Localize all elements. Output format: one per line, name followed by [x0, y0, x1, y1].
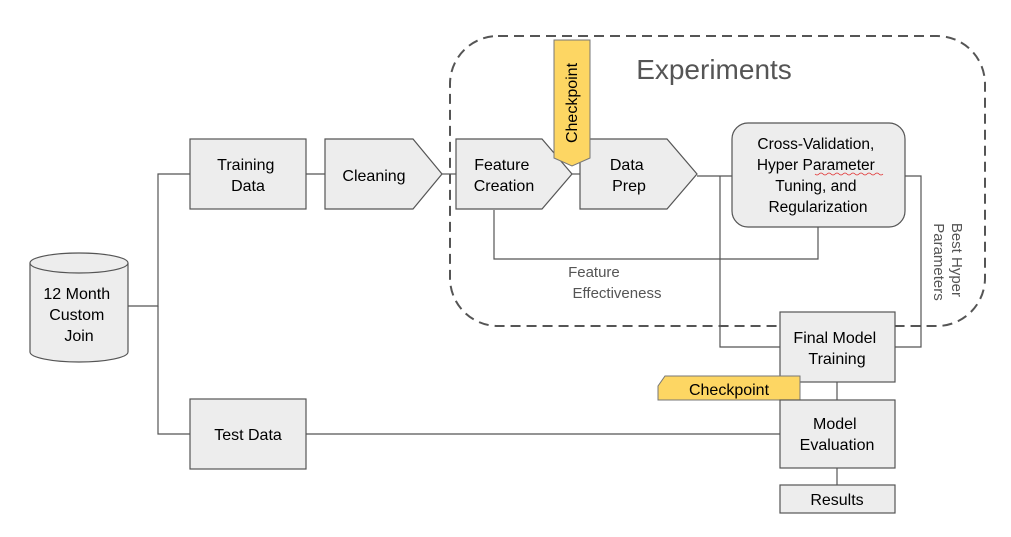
- feature-effectiveness-label: Feature Effectiveness: [568, 264, 661, 302]
- cross-validation-node: Cross-Validation, Hyper Parameter Tuning…: [731, 122, 906, 228]
- feature-creation-node: Feature Creation: [455, 138, 573, 210]
- spellcheck-underline: [814, 172, 884, 176]
- experiments-group: [449, 35, 986, 327]
- test-data-node: Test Data: [189, 398, 307, 470]
- results-node: Results: [779, 484, 896, 514]
- model-evaluation-label: Model Evaluation: [800, 416, 875, 454]
- cleaning-node: Cleaning: [324, 138, 443, 210]
- final-model-training-label: Final Model Training: [793, 330, 880, 368]
- checkpoint-horizontal: Checkpoint: [657, 375, 801, 401]
- checkpoint-vertical-label: Checkpoint: [564, 62, 581, 143]
- feature-creation-label: Feature Creation: [474, 157, 534, 195]
- final-model-training-node: Final Model Training: [779, 311, 896, 383]
- cross-validation-label: Cross-Validation, Hyper Parameter Tuning…: [757, 136, 879, 216]
- database-node: 12 Month Custom Join: [29, 252, 129, 363]
- test-data-label: Test Data: [214, 427, 282, 444]
- results-label: Results: [810, 492, 863, 509]
- model-evaluation-node: Model Evaluation: [779, 399, 896, 469]
- data-prep-label: Data Prep: [610, 157, 648, 195]
- checkpoint-vertical: Checkpoint: [553, 39, 591, 167]
- best-hyper-parameters-label: Best Hyper Parameters: [930, 223, 965, 301]
- experiments-title: Experiments: [636, 54, 792, 85]
- training-data-node: Training Data: [189, 138, 307, 210]
- data-prep-node: Data Prep: [579, 138, 698, 210]
- database-label: 12 Month Custom Join: [43, 286, 114, 345]
- training-data-label: Training Data: [217, 157, 279, 195]
- checkpoint-horizontal-label: Checkpoint: [689, 382, 770, 399]
- cleaning-label: Cleaning: [342, 168, 405, 185]
- connectors: [128, 173, 922, 485]
